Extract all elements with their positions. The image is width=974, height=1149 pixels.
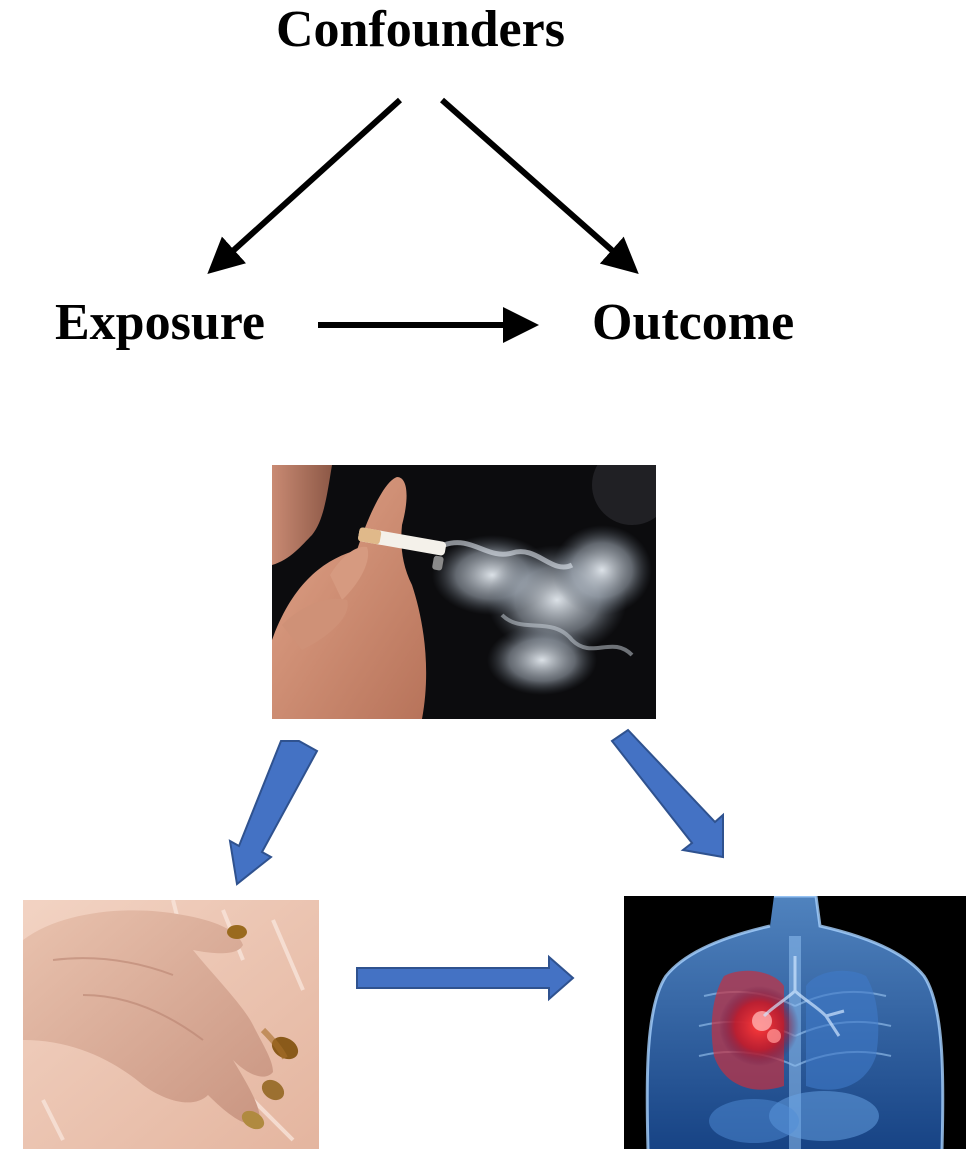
blue-arrow-stained-fingers-to-lung-cancer [357,957,573,999]
blue-arrow-smoking-to-lung-cancer [612,730,723,857]
arrow-confounders-to-exposure [214,100,400,268]
arrow-confounders-to-outcome [442,100,632,268]
blue-arrow-smoking-to-stained-fingers [230,741,317,884]
